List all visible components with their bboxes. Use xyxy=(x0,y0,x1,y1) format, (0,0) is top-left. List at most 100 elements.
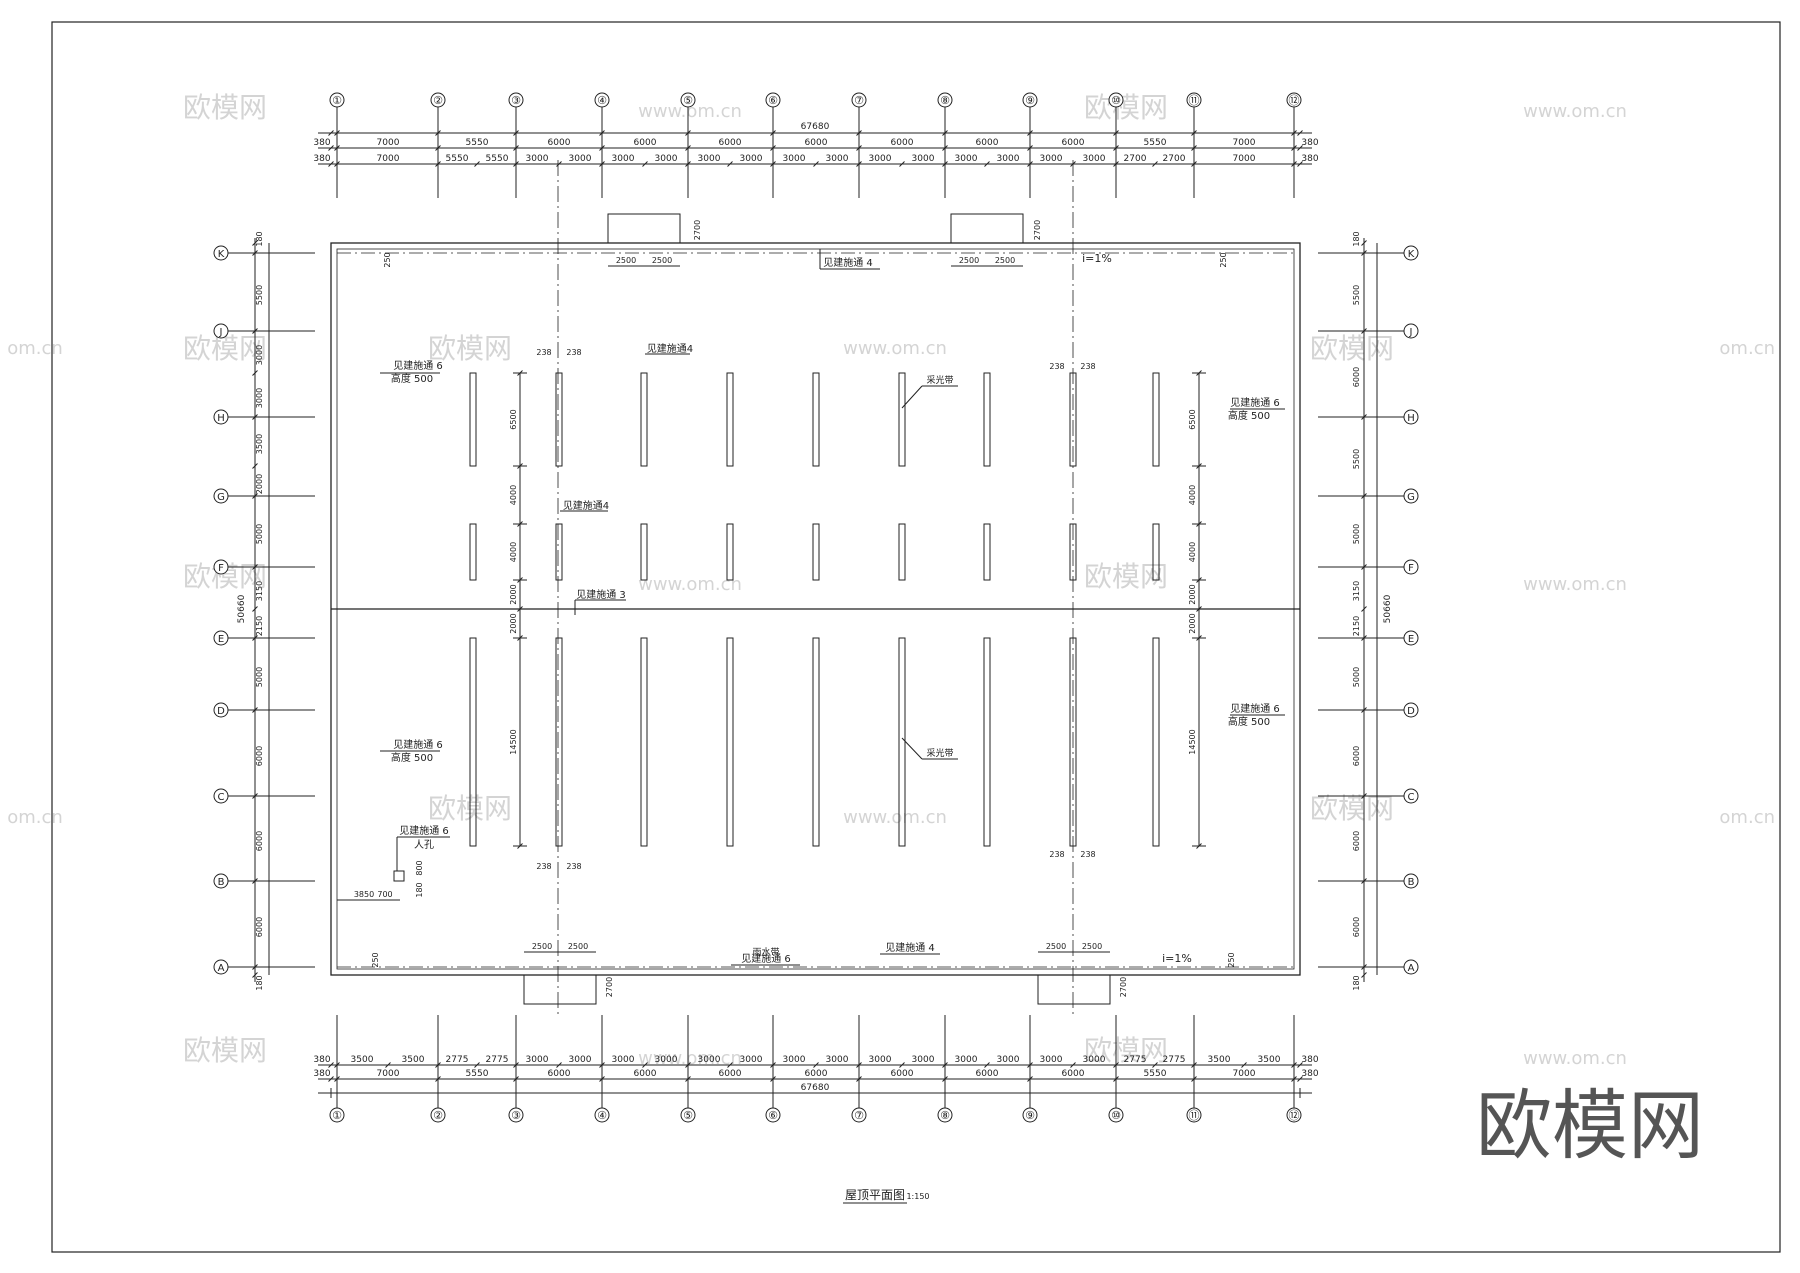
dim-tick xyxy=(1152,161,1158,167)
dim-tick xyxy=(252,707,258,713)
dim-tick xyxy=(1361,635,1367,641)
dim-tick xyxy=(727,161,733,167)
dim-tick xyxy=(328,130,334,136)
dim-top-row1-value: 6000 xyxy=(976,138,999,148)
dim-tick xyxy=(435,130,441,136)
axis-label-right: F xyxy=(1408,563,1414,574)
dim-bottom-row1-value: 3000 xyxy=(698,1055,721,1065)
dim-right-total-value: 50660 xyxy=(1383,594,1393,623)
dim-tick xyxy=(1361,793,1367,799)
dim-bottom-row2-value: 6000 xyxy=(891,1069,914,1079)
dim-tick xyxy=(1196,370,1202,376)
watermark-brand: 欧模网 xyxy=(1084,1034,1168,1067)
dim-bottom-row2-value: 6000 xyxy=(548,1069,571,1079)
dim-top-row1-value: 6000 xyxy=(891,138,914,148)
dim-top-row2-value: 3000 xyxy=(912,154,935,164)
dim-tick xyxy=(517,843,523,849)
watermark-url: www.om.cn xyxy=(638,101,742,122)
drawing-frame xyxy=(51,21,1781,1253)
dim-bottom-row2-value: 5550 xyxy=(1144,1069,1167,1079)
dim-right-value: 180 xyxy=(1352,975,1361,990)
dim-left-value: 180 xyxy=(255,231,264,246)
note-leader xyxy=(901,737,923,760)
dim-hatch-width-value: 2500 xyxy=(995,256,1015,265)
dim-tick xyxy=(252,463,258,469)
dim-tick xyxy=(252,878,258,884)
dim-bottom-row2-value: 380 xyxy=(1301,1069,1318,1079)
axis-label-right: G xyxy=(1407,492,1415,503)
dim-238: 238 xyxy=(536,862,551,871)
note-skylight-top: 采光带 xyxy=(926,374,953,386)
dim-tick xyxy=(1027,161,1033,167)
dim-238: 238 xyxy=(1080,362,1095,371)
dim-tick xyxy=(1361,564,1367,570)
dim-tick xyxy=(517,577,523,583)
watermark-brand: 欧模网 xyxy=(183,1034,267,1067)
dim-manhole-offset: 3850 xyxy=(354,890,374,899)
axis-label-bottom: ⑩ xyxy=(1111,1109,1121,1122)
dim-tick xyxy=(1291,130,1297,136)
dim-top-row2-value: 3000 xyxy=(826,154,849,164)
dim-top-row1-value: 7000 xyxy=(1233,138,1256,148)
axis-label-top: ⑨ xyxy=(1025,94,1035,107)
dim-bottom-row1-value: 3500 xyxy=(1258,1055,1281,1065)
dim-tick xyxy=(435,145,441,151)
dim-left-total-value: 50660 xyxy=(237,594,247,623)
dim-tick xyxy=(685,130,691,136)
axis-label-top: ⑫ xyxy=(1289,94,1300,107)
roof-hatch-top-b xyxy=(950,213,1024,244)
dim-left-value: 5000 xyxy=(255,667,264,687)
dim-tick xyxy=(813,1062,819,1068)
skylight-strip xyxy=(726,523,734,581)
skylight-strip xyxy=(726,372,734,467)
dim-top-row2-value: 3000 xyxy=(740,154,763,164)
note-height500-d: 高度 500 xyxy=(1228,715,1270,728)
dim-bottom-row1-value: 3000 xyxy=(783,1055,806,1065)
inner-dim-value: 4000 xyxy=(509,485,518,505)
axis-label-right: J xyxy=(1409,327,1413,338)
dim-tick xyxy=(899,161,905,167)
dim-tick xyxy=(1196,463,1202,469)
axis-label-bottom: ① xyxy=(332,1109,342,1122)
axis-label-left: G xyxy=(217,492,225,503)
dim-tick xyxy=(770,161,776,167)
dim-hatch-width-value: 2500 xyxy=(532,942,552,951)
dim-tick xyxy=(599,1076,605,1082)
dim-tick xyxy=(252,606,258,612)
watermark-url: www.om.cn xyxy=(843,807,947,828)
axis-label-bottom: ⑧ xyxy=(940,1109,950,1122)
axis-label-bottom: ④ xyxy=(597,1109,607,1122)
dim-tick xyxy=(1361,414,1367,420)
watermark-url: www.om.cn xyxy=(1523,1048,1627,1069)
dim-tick xyxy=(328,1062,334,1068)
note-see4-strip: 见建施通4 xyxy=(647,342,693,355)
dim-bottom-row1-value: 2775 xyxy=(1124,1055,1147,1065)
dim-tick xyxy=(1191,161,1197,167)
note-see6-gutter: 见建施通 6 xyxy=(741,952,791,965)
note-height500-a: 高度 500 xyxy=(391,372,433,385)
dim-right-value: 6000 xyxy=(1352,746,1361,766)
skylight-strip xyxy=(1152,637,1160,847)
dim-top-row2-value: 3000 xyxy=(612,154,635,164)
dim-tick xyxy=(1241,1062,1247,1068)
dim-tick xyxy=(1113,145,1119,151)
skylight-strip xyxy=(640,372,648,467)
note-see6-a: 见建施通 6 xyxy=(393,359,443,372)
dim-tick xyxy=(727,1062,733,1068)
dim-left-value: 3000 xyxy=(255,345,264,365)
inner-dim-value: 2000 xyxy=(1188,613,1197,633)
dim-tick xyxy=(1297,130,1303,136)
dim-bottom-row1-value: 380 xyxy=(1301,1055,1318,1065)
skylight-strip xyxy=(898,372,906,467)
dim-tick xyxy=(252,370,258,376)
dim-tick xyxy=(770,1062,776,1068)
note-gutter: 雨水带 xyxy=(752,946,779,958)
dim-left-value: 3000 xyxy=(255,388,264,408)
dim-top-row2-value: 3000 xyxy=(783,154,806,164)
dim-right-value: 6000 xyxy=(1352,367,1361,387)
dim-tick xyxy=(1070,161,1076,167)
inner-dim-value: 4000 xyxy=(1188,485,1197,505)
dim-tick xyxy=(984,1062,990,1068)
skylight-strip xyxy=(726,637,734,847)
